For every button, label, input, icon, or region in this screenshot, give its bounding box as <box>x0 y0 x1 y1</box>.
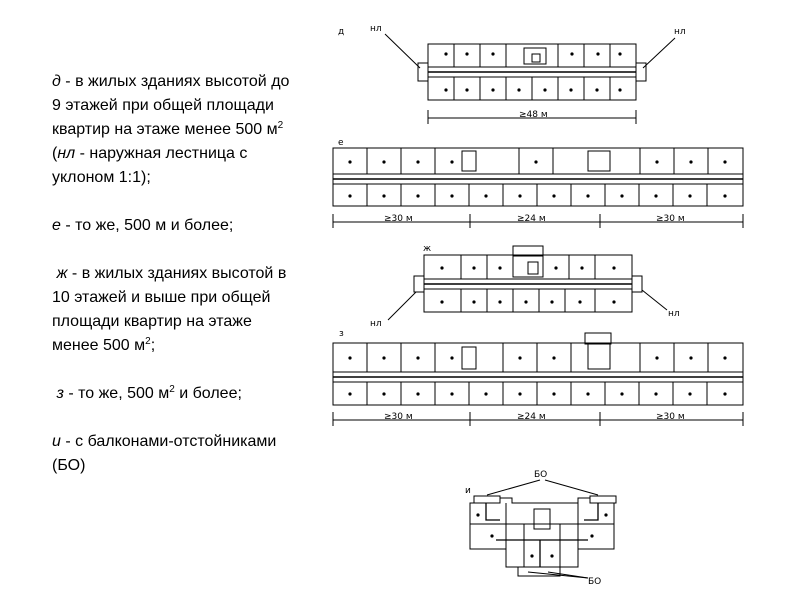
room-points <box>476 513 608 558</box>
plan-letter: ж <box>423 244 431 254</box>
dimension-label: ≥30 м <box>384 214 413 224</box>
plan-d: д нл нл ≥48 м <box>338 24 686 124</box>
legend-key: з <box>56 385 64 402</box>
leader-line <box>486 479 541 496</box>
stair-label-right: нл <box>668 309 680 319</box>
dimension-label: ≥24 м <box>517 412 546 422</box>
plan-i: и БО БО <box>465 470 617 587</box>
dimension-label: ≥24 м <box>517 214 546 224</box>
dimension-label: ≥48 м <box>519 110 548 120</box>
external-stair-right <box>631 275 643 293</box>
superscript: 2 <box>277 120 284 131</box>
legend-key: и <box>52 433 61 450</box>
legend-text-span: - то же, 500 м и более; <box>60 217 234 234</box>
balcony-label-top: БО <box>534 470 547 480</box>
elevator <box>527 261 539 275</box>
external-stair-right <box>635 62 647 82</box>
plan-z: з ≥30 м ≥24 м ≥30 м <box>332 329 744 426</box>
room-walls <box>453 44 611 100</box>
legend-item-i: и - с балконами-отстойниками (БО) <box>52 430 297 478</box>
legend-text-span: - в жилых зданиях высотой до 9 этажей пр… <box>52 73 290 138</box>
stairwell-right <box>587 342 611 370</box>
legend-item-e: е - то же, 500 м и более; <box>52 214 297 238</box>
plan-letter: и <box>465 486 471 496</box>
legend-text-span: - с балконами-отстойниками (БО) <box>52 433 277 474</box>
legend-item-d: д - в жилых зданиях высотой до 9 этажей … <box>52 70 297 190</box>
plan-zh: ж нл нл <box>370 244 680 329</box>
plan-letter: д <box>338 27 344 37</box>
leader-line <box>527 571 589 579</box>
superscript: 2 <box>169 384 175 395</box>
room-walls <box>366 343 709 405</box>
legend-key: ж <box>56 265 68 282</box>
core-projection <box>512 245 544 257</box>
building-outline <box>332 147 744 207</box>
plan-letter: з <box>339 329 344 339</box>
room-points <box>444 52 622 92</box>
superscript: 2 <box>145 336 151 347</box>
legend-key: е <box>52 217 61 234</box>
stair-label-right: нл <box>674 27 686 37</box>
leader-line <box>641 289 668 311</box>
evacuation-path <box>485 503 599 567</box>
leader-line <box>544 479 599 496</box>
legend-item-z: з - то же, 500 м2 и более; <box>52 382 297 406</box>
external-stair-left <box>413 275 425 293</box>
balcony-top-right <box>589 495 617 504</box>
stair-label-left: нл <box>370 24 382 34</box>
legend-item-zh: ж - в жилых зданиях высотой в 10 этажей … <box>52 262 297 358</box>
room-points <box>348 160 727 198</box>
legend-key: д <box>52 73 61 90</box>
balcony-bottom <box>517 566 561 577</box>
stairwell-right <box>587 150 611 172</box>
leader-line <box>384 33 421 69</box>
building-outline <box>332 342 744 406</box>
stairwell <box>523 47 547 65</box>
stairwell <box>533 508 551 530</box>
room-points <box>348 356 727 396</box>
dimension-label: ≥30 м <box>384 412 413 422</box>
leader-line <box>387 291 417 321</box>
legend-text-span: - наружная лестница с уклоном 1:1); <box>52 145 248 186</box>
plan-letter: е <box>338 138 344 148</box>
legend-abbr: нл <box>57 145 76 162</box>
dimension-label: ≥30 м <box>656 214 685 224</box>
plan-e: е ≥30 м ≥24 м ≥30 м <box>332 138 744 228</box>
stairwell-left <box>461 150 477 172</box>
legend-text-span: и более; <box>174 385 242 402</box>
leader-line <box>642 37 676 69</box>
external-stair-left <box>417 62 429 82</box>
room-walls <box>460 255 596 312</box>
legend-text-span: - в жилых зданиях высотой в 10 этажей и … <box>52 265 287 354</box>
elevator <box>531 53 541 63</box>
legend-text-span: - то же, 500 м <box>63 385 170 402</box>
dimension-label: ≥30 м <box>656 412 685 422</box>
legend-text-span: ; <box>150 337 156 354</box>
room-points <box>440 266 616 304</box>
balcony-top-left <box>473 495 501 504</box>
core-projection <box>584 332 612 345</box>
balcony-label-bottom: БО <box>588 577 601 587</box>
stairwell-left <box>461 346 477 370</box>
legend-text: д - в жилых зданиях высотой до 9 этажей … <box>52 70 297 502</box>
stair-label-left: нл <box>370 319 382 329</box>
stairwell <box>512 254 544 278</box>
room-walls <box>366 148 709 206</box>
legend-text-span: ( <box>52 145 58 162</box>
building-outline <box>469 497 615 568</box>
